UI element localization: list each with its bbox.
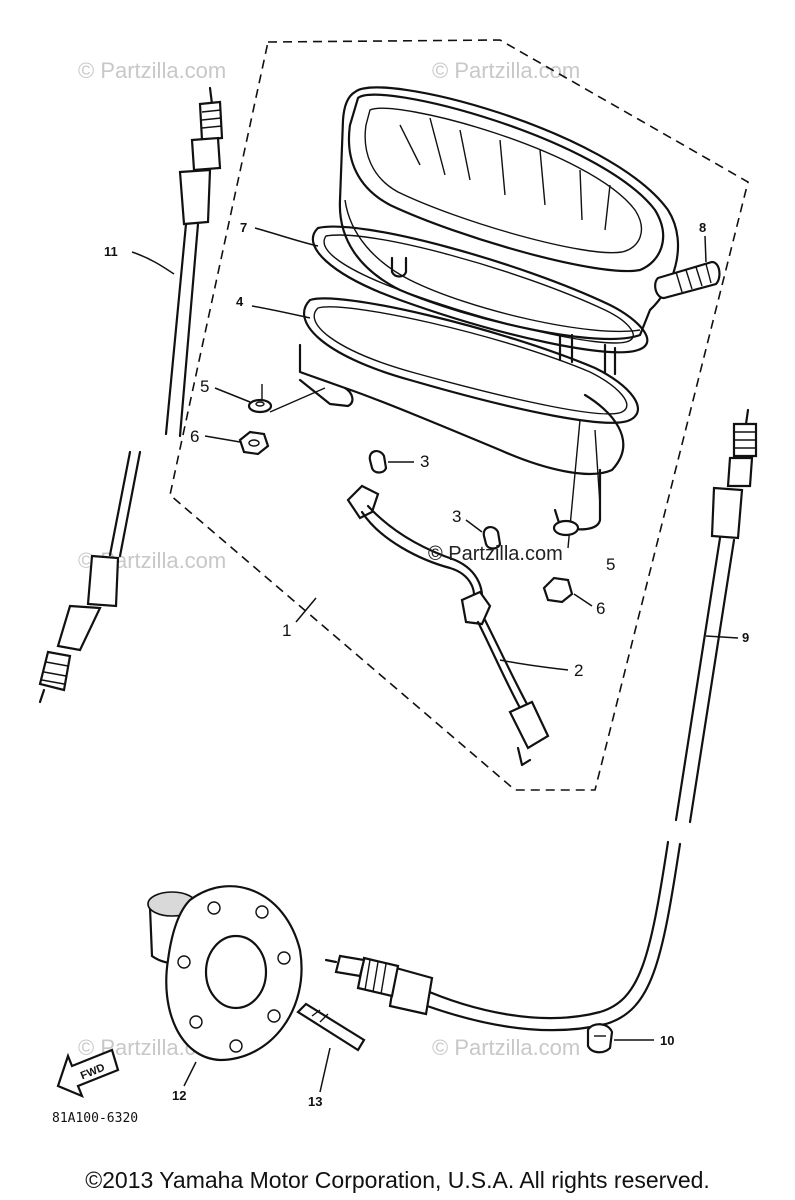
callout-9: 9 (742, 630, 749, 645)
nut-right (542, 576, 574, 604)
callout-6-right: 6 (596, 599, 605, 618)
callouts: 7 8 4 5 6 3 3 © Partzilla.com 5 6 1 2 11… (104, 220, 749, 1109)
meter-gear-unit (147, 885, 303, 1062)
watermark-bottom-center: © Partzilla.com (432, 1035, 580, 1060)
parts-diagram: © Partzilla.com © Partzilla.com © Partzi… (38, 39, 758, 1126)
callout-5-left: 5 (200, 377, 209, 396)
watermark-center: © Partzilla.com (428, 543, 563, 565)
callout-13: 13 (308, 1094, 322, 1109)
callout-10: 10 (660, 1033, 674, 1048)
bulb-lower (482, 526, 502, 550)
wire-harness (346, 484, 550, 767)
gasket (311, 225, 649, 354)
drive-pin (296, 1002, 366, 1052)
callout-5-right: 5 (606, 555, 615, 574)
assembly-boundary (169, 39, 749, 791)
cable-left (38, 86, 224, 704)
callout-6-left: 6 (190, 427, 199, 446)
callout-2: 2 (574, 661, 583, 680)
callout-8: 8 (699, 220, 706, 235)
nut-left (238, 430, 270, 456)
cable-right (324, 408, 758, 1032)
washer-right (552, 519, 580, 537)
meter-housing (338, 86, 679, 376)
meter-case-bracket (298, 297, 639, 531)
callout-4: 4 (236, 294, 244, 309)
watermark-top-center: © Partzilla.com (432, 58, 580, 83)
reset-knob (654, 260, 721, 300)
callout-3-upper: 3 (420, 452, 429, 471)
copyright-footer: ©2013 Yamaha Motor Corporation, U.S.A. A… (85, 1167, 710, 1193)
callout-3-lower: 3 (452, 507, 461, 526)
callout-12: 12 (172, 1088, 186, 1103)
washer-left (247, 398, 273, 414)
diagram-code: 81A100-6320 (52, 1111, 138, 1126)
watermark-top-left: © Partzilla.com (78, 58, 226, 83)
callout-7: 7 (240, 220, 247, 235)
forward-arrow: FWD (56, 1048, 120, 1099)
callout-1: 1 (282, 621, 291, 640)
bulb-upper (368, 450, 388, 474)
cable-clamp (586, 1023, 614, 1054)
assembly-guide-lines (261, 384, 601, 549)
callout-11: 11 (104, 244, 118, 259)
